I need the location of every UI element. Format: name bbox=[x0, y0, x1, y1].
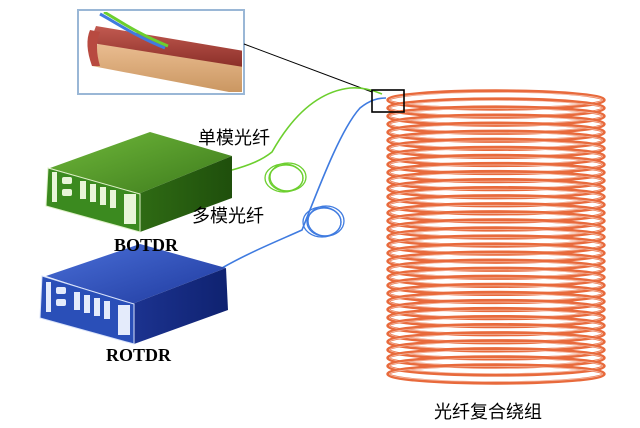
fiber-routes bbox=[221, 87, 387, 269]
multi-mode-fiber-loop bbox=[302, 205, 345, 238]
botdr-label: BOTDR bbox=[114, 235, 179, 255]
multi-mode-fiber-label: 多模光纤 bbox=[192, 206, 264, 227]
single-mode-fiber-label: 单模光纤 bbox=[198, 128, 270, 149]
coil-turn bbox=[386, 363, 606, 385]
botdr-ports bbox=[52, 172, 136, 224]
single-mode-fiber-path bbox=[231, 87, 383, 171]
fiber-green-inset bbox=[103, 12, 169, 48]
coil-turn-highlight bbox=[389, 366, 603, 382]
botdr-device bbox=[45, 132, 232, 233]
coil-turn-highlight bbox=[389, 358, 603, 374]
botdr-top bbox=[50, 132, 232, 194]
multi-mode-fiber-path bbox=[221, 97, 387, 269]
rotdr-device bbox=[39, 244, 228, 345]
rotdr-side bbox=[132, 268, 228, 344]
selection-box bbox=[371, 89, 405, 113]
coil-winding bbox=[386, 89, 606, 385]
fiber-blue-inset bbox=[99, 12, 166, 50]
rotdr-label: ROTDR bbox=[106, 345, 172, 365]
leader-line bbox=[243, 43, 373, 93]
coil-label: 光纤复合绕组 bbox=[434, 402, 542, 423]
cable-end-cap bbox=[87, 30, 100, 66]
botdr-side bbox=[138, 156, 232, 232]
rotdr-ports bbox=[46, 282, 130, 335]
cable-inset bbox=[77, 9, 245, 95]
coil-turn bbox=[386, 355, 606, 377]
rotdr-top bbox=[46, 244, 226, 304]
single-mode-fiber-loop bbox=[264, 162, 307, 193]
